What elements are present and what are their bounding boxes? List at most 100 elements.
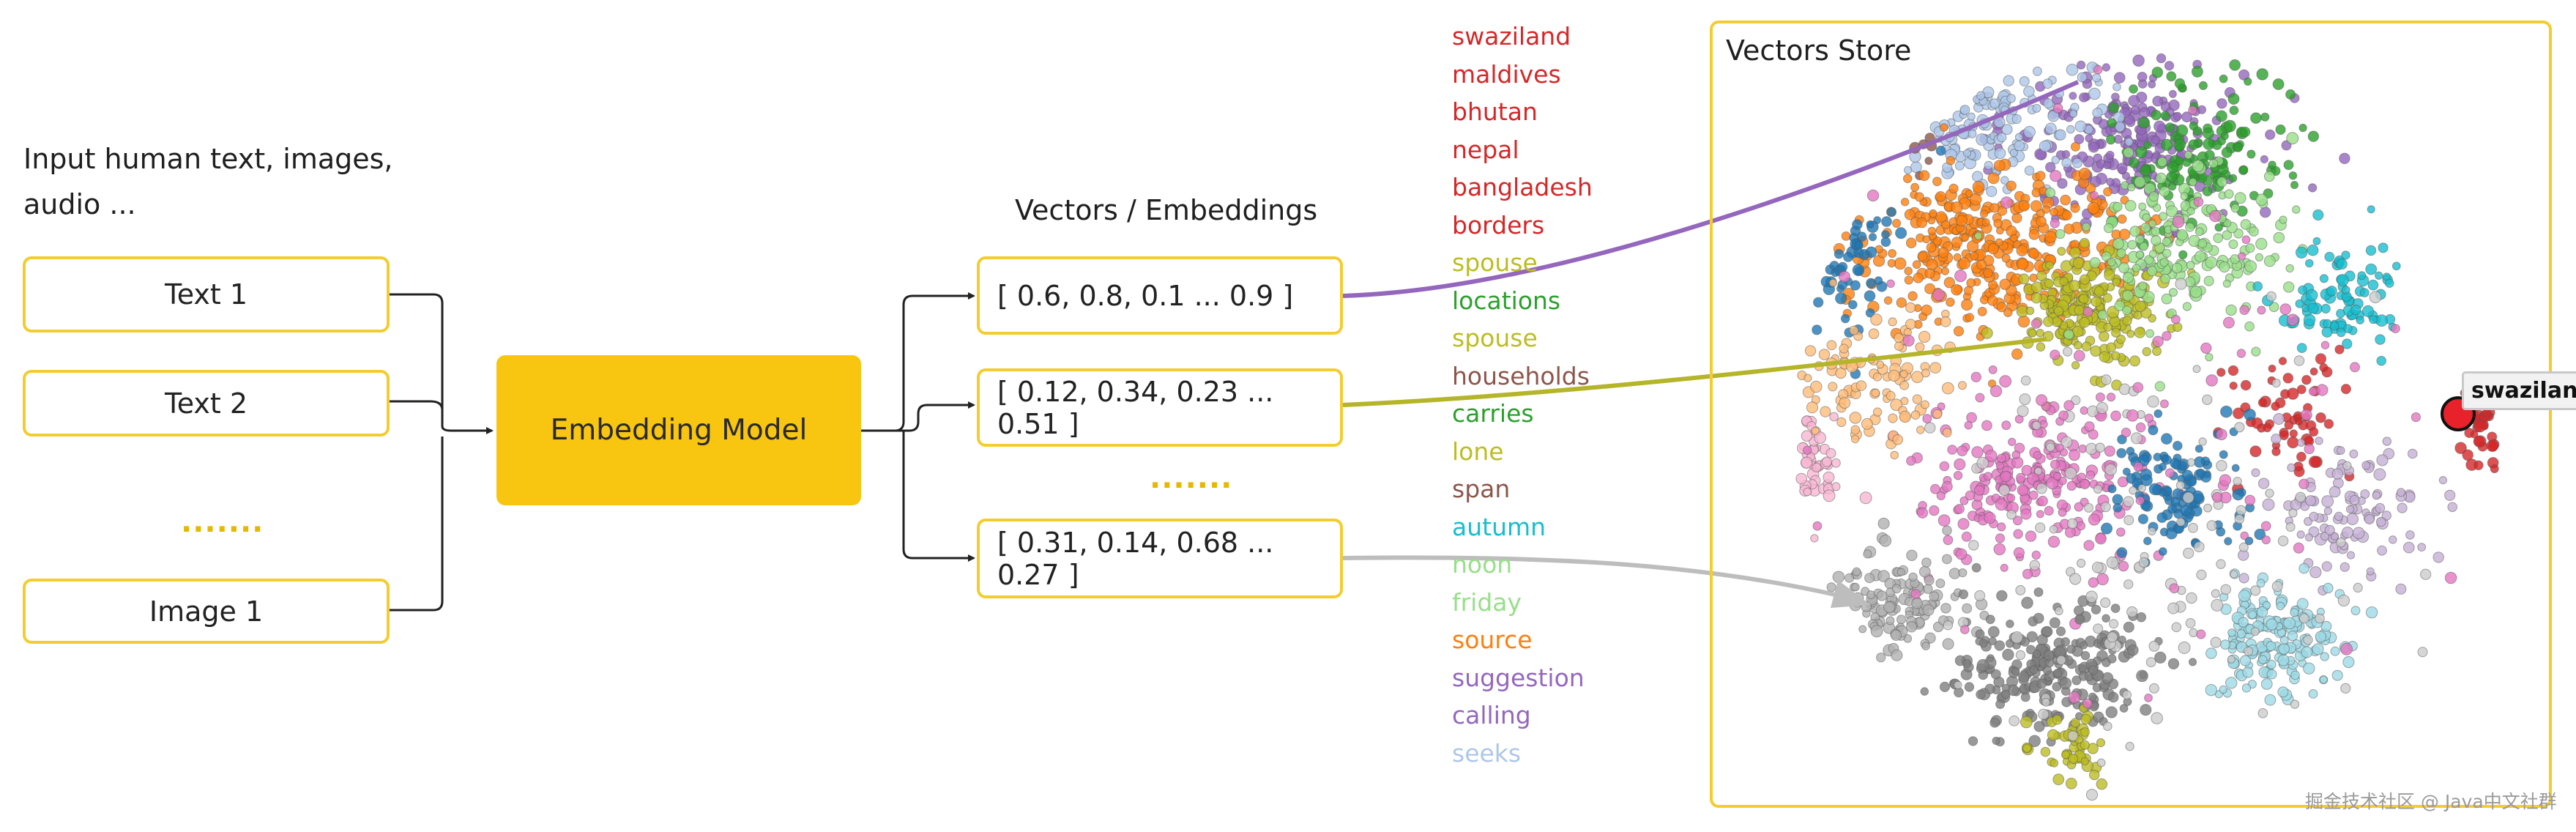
- vector-box-3[interactable]: [ 0.31, 0.14, 0.68 ... 0.27 ]: [977, 519, 1343, 598]
- scatter-point: [1883, 296, 1893, 305]
- scatter-point: [2175, 156, 2184, 166]
- scatter-point: [2219, 74, 2228, 83]
- scatter-point: [2103, 161, 2112, 170]
- scatter-point: [2175, 124, 2189, 137]
- word-label: span: [1452, 475, 1511, 503]
- word-label: bangladesh: [1452, 173, 1593, 201]
- scatter-point: [2298, 123, 2307, 133]
- scatter-point: [2154, 120, 2166, 133]
- scatter-point: [2069, 92, 2077, 100]
- scatter-point: [2229, 105, 2239, 116]
- scatter-point: [1994, 147, 2006, 160]
- word-label: bhutan: [1452, 97, 1538, 126]
- scatter-point: [2057, 178, 2068, 189]
- vectors-ellipsis: .......: [1150, 461, 1233, 495]
- output-connectors: [861, 292, 975, 562]
- scatter-point: [2283, 160, 2294, 171]
- scatter-point: [2071, 157, 2082, 168]
- scatter-point: [2140, 165, 2151, 177]
- vector-box-1[interactable]: [ 0.6, 0.8, 0.1 ... 0.9 ]: [977, 256, 1343, 335]
- word-label: households: [1452, 361, 1590, 390]
- scatter-point: [2166, 71, 2177, 82]
- scatter-point: [2216, 98, 2227, 109]
- scatter-point: [1972, 180, 1985, 193]
- input-ellipsis: .......: [181, 505, 264, 539]
- word-label: spouse: [1452, 248, 1538, 277]
- scatter-point: [2033, 66, 2042, 76]
- scatter-point: [2113, 72, 2126, 83]
- scatter-point: [2214, 223, 2223, 232]
- scatter-point: [1976, 91, 1986, 100]
- watermark: 掘金技术社区 @ Java中文社群: [2305, 791, 2557, 812]
- scatter-point: [2244, 77, 2252, 86]
- scatter-point: [2192, 126, 2203, 136]
- scatter-point: [2268, 160, 2277, 169]
- scatter-point: [2151, 109, 2162, 121]
- scatter-point: [2167, 161, 2179, 174]
- scatter-point: [2092, 108, 2103, 119]
- scatter-point: [2066, 125, 2075, 134]
- scatter-point: [2204, 149, 2215, 160]
- word-label: spouse: [1452, 324, 1538, 352]
- scatter-point: [1943, 277, 1956, 289]
- scatter-point: [2250, 112, 2262, 124]
- scatter-point: [2168, 89, 2177, 98]
- scatter-point: [2227, 93, 2240, 105]
- embedding-model-box[interactable]: Embedding Model: [496, 355, 861, 505]
- scatter-point: [2240, 126, 2251, 138]
- scatter-point: [2164, 61, 2175, 71]
- word-label: suggestion: [1452, 663, 1585, 692]
- scatter-point: [2000, 176, 2009, 185]
- scatter-point: [2112, 83, 2121, 92]
- scatter-point: [1959, 105, 1970, 115]
- scatter-point: [2019, 76, 2030, 86]
- scatter-point: [2079, 92, 2089, 103]
- scatter-point: [2178, 250, 2188, 259]
- vectors-title: Vectors / Embeddings: [1015, 194, 1318, 226]
- input-text-2[interactable]: Text 2: [23, 370, 390, 437]
- scatter-point: [2108, 102, 2120, 114]
- word-label: calling: [1452, 701, 1531, 729]
- scatter-point: [2220, 131, 2229, 141]
- scatter-point: [2011, 348, 2023, 360]
- scatter-point: [2085, 134, 2093, 143]
- vector-box-2[interactable]: [ 0.12, 0.34, 0.23 ... 0.51 ]: [977, 368, 1343, 447]
- scatter-point: [2151, 135, 2161, 145]
- scatter-point: [2039, 140, 2051, 152]
- vectors-store-frame: [1710, 21, 2552, 808]
- scatter-point: [2129, 84, 2138, 94]
- scatter-point: [2045, 162, 2056, 173]
- scatter-point: [2272, 78, 2285, 90]
- scatter-point: [1962, 149, 1972, 157]
- scatter-point: [2106, 135, 2116, 145]
- scatter-point: [2001, 124, 2013, 135]
- scatter-point: [2069, 109, 2077, 118]
- scatter-point: [2111, 92, 2120, 102]
- vector-store-scatter: [1795, 53, 2500, 801]
- scatter-point: [2260, 155, 2268, 164]
- word-label: noon: [1452, 550, 1513, 579]
- scatter-point: [2173, 138, 2186, 151]
- scatter-point: [2233, 142, 2244, 152]
- scatter-point: [2055, 129, 2066, 141]
- scatter-point: [2132, 54, 2145, 67]
- scatter-point: [2156, 53, 2167, 64]
- scatter-point: [2164, 122, 2175, 133]
- input-image-1[interactable]: Image 1: [23, 579, 390, 644]
- scatter-point: [2077, 72, 2088, 83]
- scatter-point: [2024, 166, 2035, 176]
- scatter-point: [2307, 130, 2320, 142]
- scatter-point: [2001, 253, 2011, 263]
- scatter-point: [2003, 75, 2014, 86]
- input-text-1[interactable]: Text 1: [23, 256, 390, 333]
- scatter-point: [1997, 132, 2007, 143]
- scatter-point: [2138, 116, 2151, 129]
- scatter-point: [2223, 119, 2236, 133]
- scatter-point: [1948, 183, 1959, 194]
- scatter-point: [2288, 171, 2298, 180]
- scatter-point: [2116, 163, 2128, 174]
- scatter-point: [2006, 94, 2016, 103]
- scatter-point: [2137, 72, 2148, 82]
- scatter-point: [1935, 211, 1948, 223]
- scatter-point: [2202, 127, 2214, 139]
